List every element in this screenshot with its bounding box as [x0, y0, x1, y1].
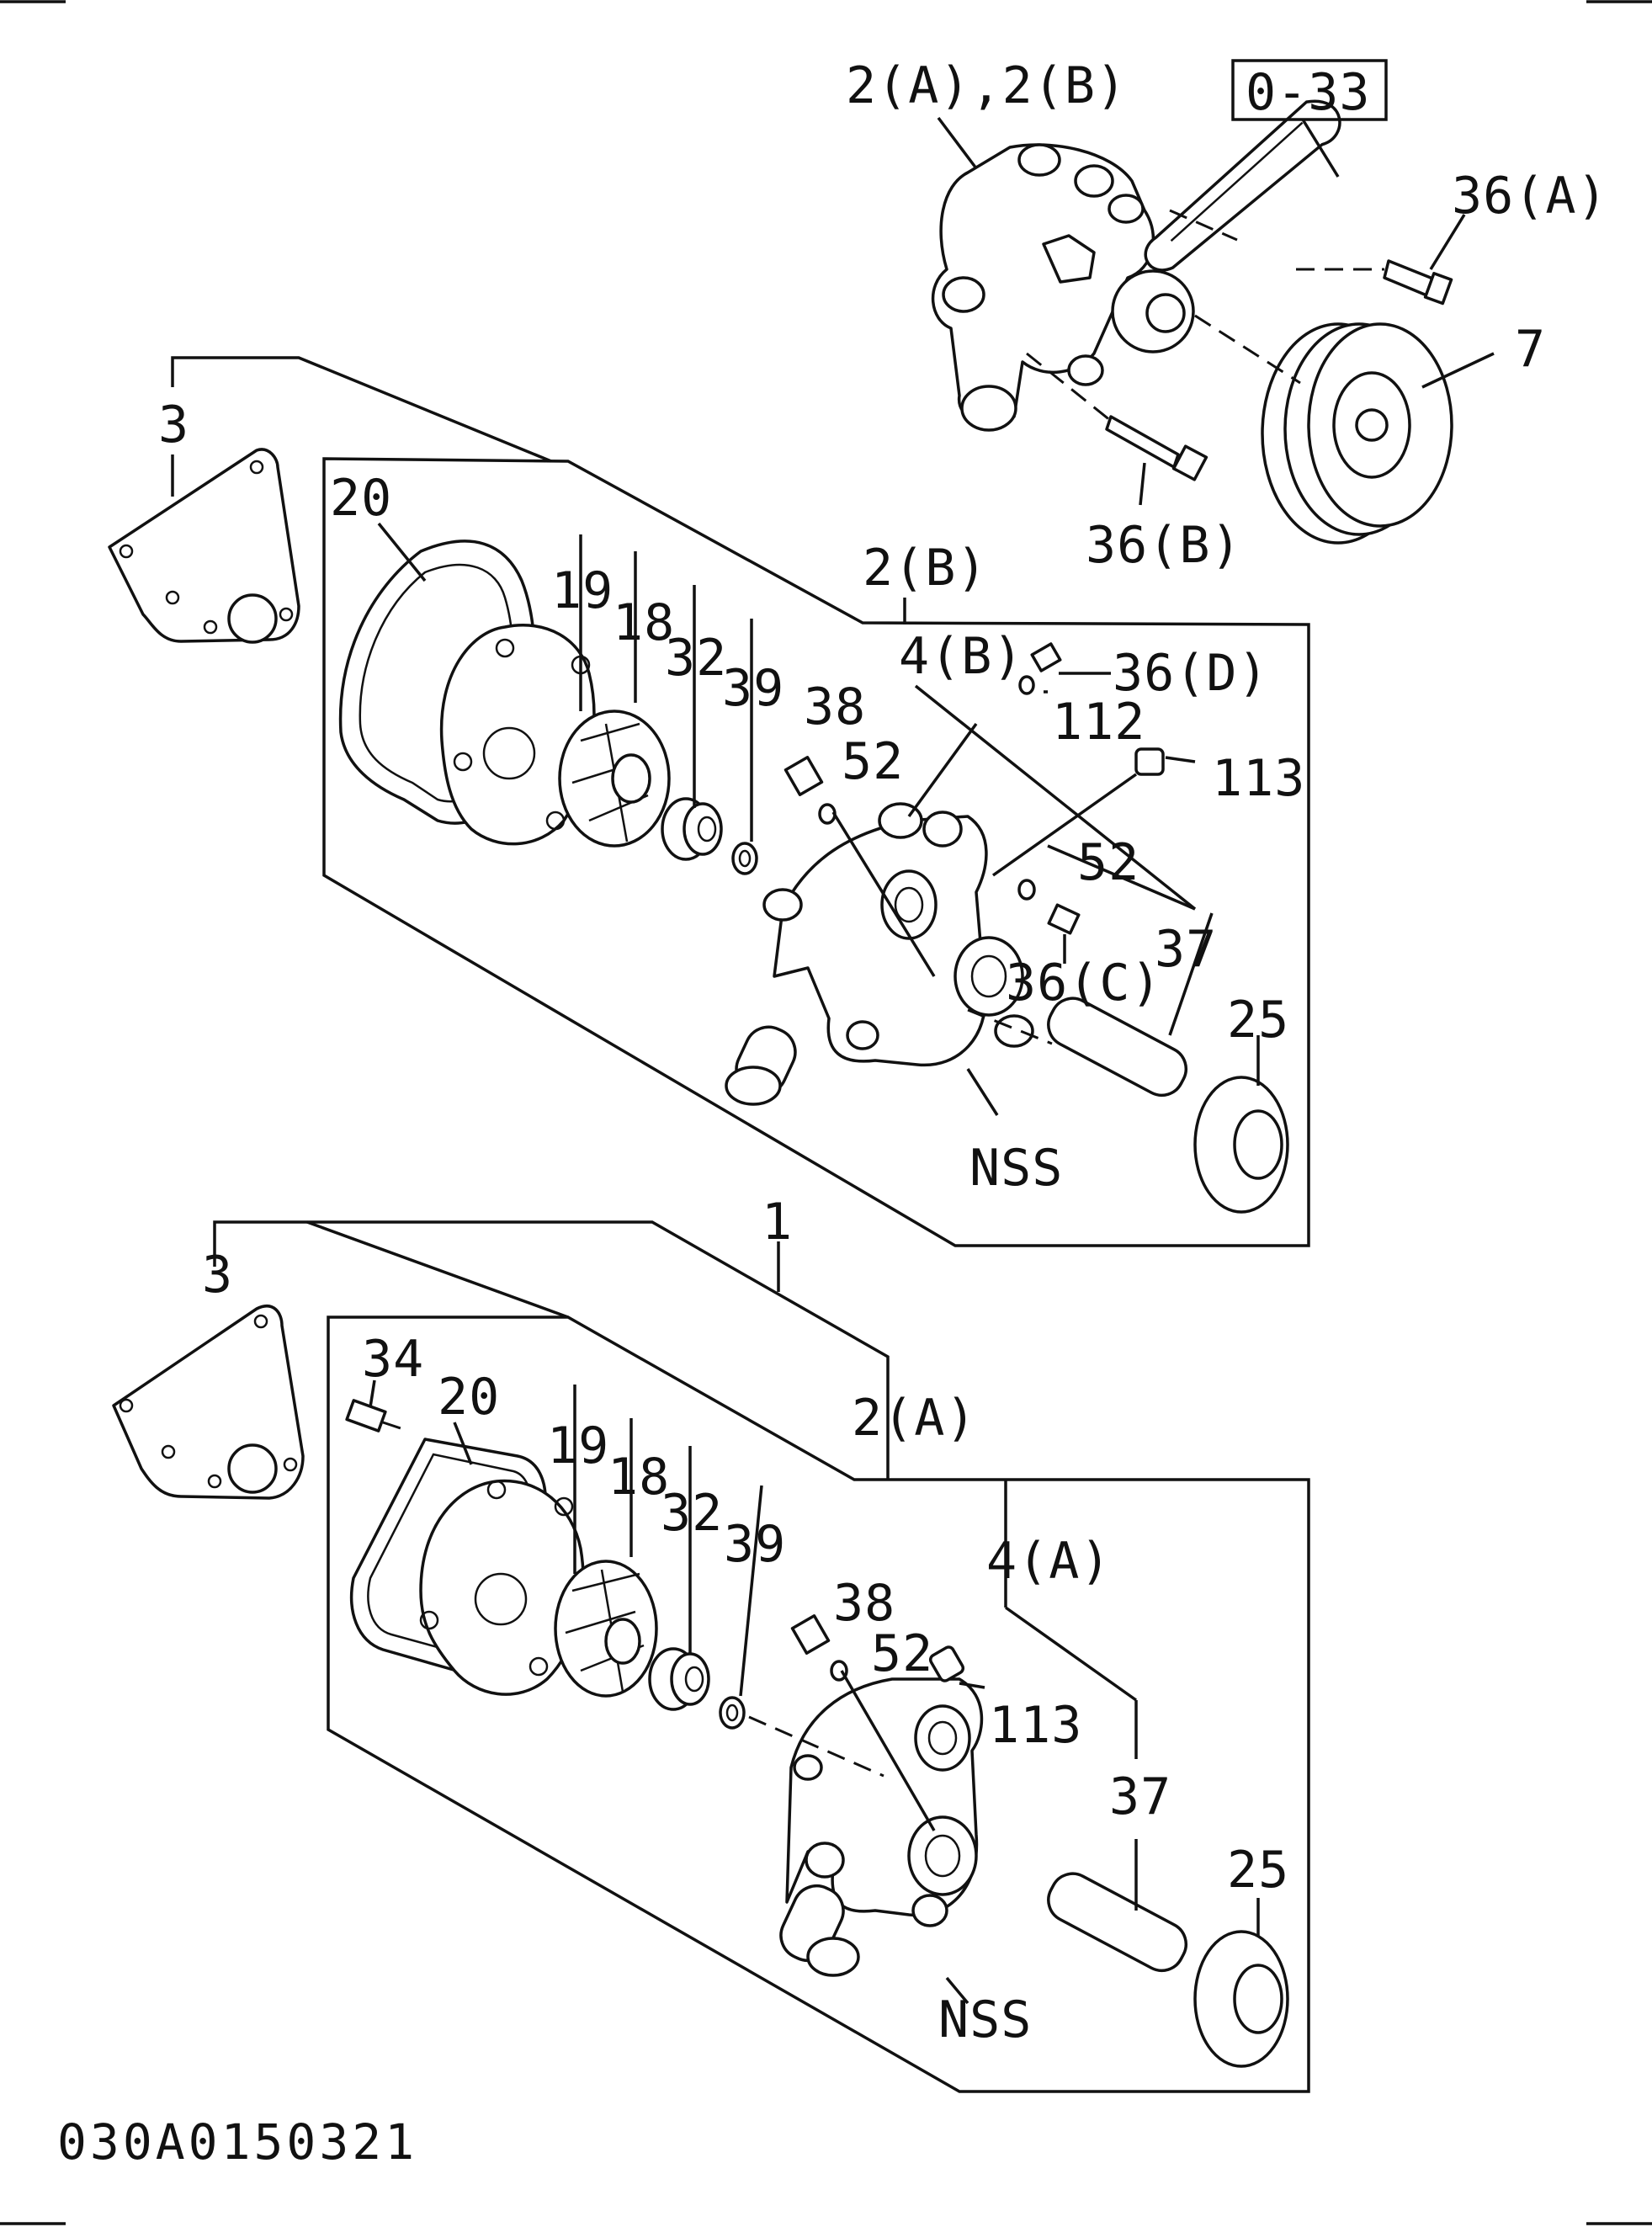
seal-ring-39-lower: [719, 1485, 763, 1730]
pump-housing-2b: [725, 802, 1034, 1106]
seal-ring-39-upper: [731, 619, 758, 875]
fan-belt: [1144, 99, 1341, 272]
diagram-caption: 030A0150321: [57, 2113, 417, 2171]
label-nss-upper: NSS: [969, 1139, 1063, 1198]
plug-113-upper: [1134, 747, 1165, 776]
gasket-3-upper: [108, 448, 300, 643]
label-112: 112: [1052, 693, 1145, 752]
label-36a: 36(A): [1452, 167, 1608, 226]
label-1: 1: [762, 1193, 793, 1252]
label-25-lower: 25: [1227, 1841, 1289, 1900]
bolt-36d: [1030, 642, 1062, 672]
label-113-lower: 113: [989, 1696, 1082, 1755]
lower-group-2a: [112, 1220, 1310, 2093]
label-20-lower: 20: [438, 1368, 500, 1427]
label-3-lower: 3: [202, 1246, 233, 1305]
label-20-upper: 20: [330, 469, 392, 528]
water-pump-body-top: [932, 143, 1195, 432]
callout-labels: 2(A),2(B) 0-33 36(A) 7 36(B) 3 20 19 18 …: [57, 56, 1608, 2171]
label-2b: 2(B): [863, 539, 988, 598]
label-37-upper: 37: [1155, 920, 1217, 979]
seal-18-lower: [629, 1418, 710, 1711]
label-18-lower: 18: [608, 1448, 670, 1507]
label-39-lower: 39: [724, 1515, 786, 1574]
label-36c: 36(C): [1006, 954, 1162, 1013]
label-25-upper: 25: [1227, 991, 1289, 1050]
label-34: 34: [362, 1330, 424, 1389]
label-39-upper: 39: [722, 659, 784, 718]
label-38-lower: 38: [833, 1574, 895, 1633]
label-4a: 4(A): [986, 1532, 1112, 1591]
label-32-upper: 32: [665, 629, 727, 688]
label-18-upper: 18: [613, 593, 675, 652]
bolt-36b: [1105, 415, 1208, 481]
label-4b: 4(B): [899, 627, 1024, 686]
pump-housing-2a: [779, 1677, 984, 1977]
bearing-shaft-37-upper: [1047, 912, 1214, 1098]
label-7: 7: [1515, 320, 1546, 379]
label-19-lower: 19: [547, 1416, 609, 1475]
reference-box: [1231, 59, 1388, 121]
bolt-38-lower: [790, 1614, 831, 1655]
label-52-lower: 52: [871, 1624, 933, 1683]
label-2a-2b: 2(A),2(B): [846, 56, 1127, 115]
label-32-lower: 32: [661, 1484, 723, 1543]
plug-113-lower: [928, 1645, 965, 1682]
upper-group-2b: [108, 356, 1310, 1247]
bolt-36a: [1383, 259, 1453, 306]
washer-112: [1018, 675, 1035, 695]
label-37-lower: 37: [1109, 1767, 1171, 1826]
top-assembly: [932, 59, 1495, 545]
impeller-19-lower: [554, 1385, 658, 1698]
label-3-upper: 3: [158, 396, 189, 454]
bolt-34: [345, 1399, 387, 1432]
bearing-shaft-37-lower: [1047, 1839, 1188, 1973]
label-36d: 36(D): [1113, 644, 1269, 703]
label-nss-lower: NSS: [938, 1990, 1032, 2049]
label-36b-top: 36(B): [1086, 516, 1242, 575]
label-19-upper: 19: [551, 561, 614, 620]
flange-25-lower: [1193, 1898, 1289, 2068]
impeller-19-upper: [558, 534, 671, 848]
washer-52-upper-b: [1017, 879, 1036, 901]
label-52-upper-a: 52: [842, 732, 904, 791]
pulley: [1261, 322, 1453, 545]
label-ref-box: 0-33: [1246, 63, 1371, 122]
bolt-38-upper: [784, 756, 824, 796]
label-2a: 2(A): [852, 1389, 977, 1448]
seal-18-upper: [634, 551, 723, 861]
bolt-36c: [1047, 903, 1081, 935]
flange-25-upper: [1193, 1035, 1289, 1214]
label-38-upper: 38: [804, 678, 866, 736]
label-113-upper: 113: [1212, 749, 1305, 808]
label-52-upper-b: 52: [1077, 833, 1139, 892]
